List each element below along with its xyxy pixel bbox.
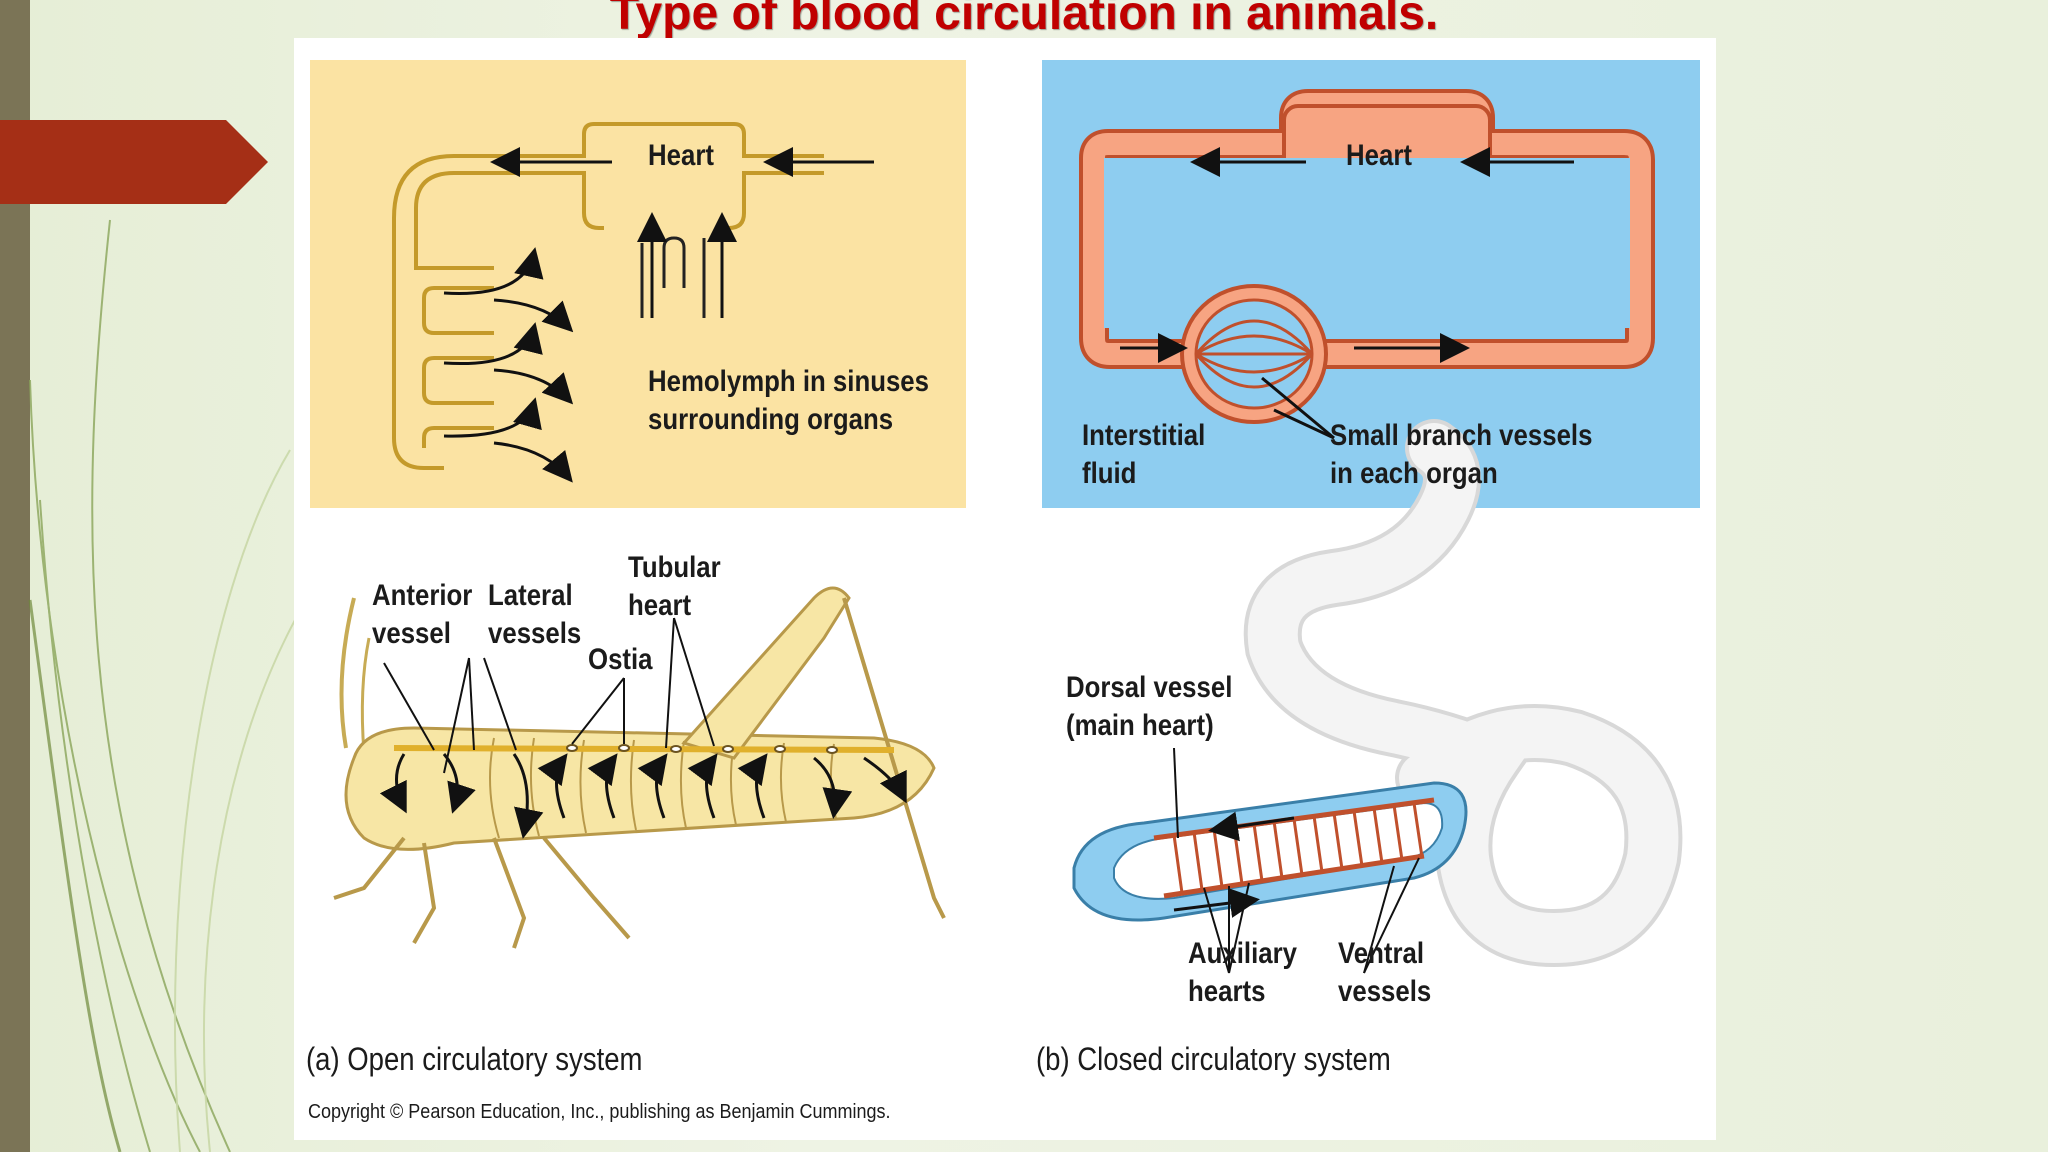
slide-title: Type of blood circulation in animals. [609,0,1439,40]
tubular-heart-line [393,745,895,753]
hind-tibia [842,597,946,919]
tubular-heart-label-line1: Tubular [628,551,721,584]
antenna-1 [339,597,356,749]
auxiliary-hearts-label-line1: Auxiliary [1188,937,1297,970]
open-panel-background [310,60,966,508]
open-vessel-inner [414,171,494,270]
gh-arrow-6 [637,753,668,819]
gh-arrow-9 [813,756,853,819]
open-sinus-arrow-6 [493,441,573,483]
ventral-vessels-label-line1: Ventral [1338,937,1425,970]
worm-tail-highlight [1247,423,1679,964]
ostia-marks [566,744,838,754]
red-arrow-tab [0,120,268,204]
copyright-text: Copyright © Pearson Education, Inc., pub… [308,1101,891,1123]
hind-femur [681,586,851,760]
ostia-label: Ostia [588,643,653,676]
open-heart-inner-lines [640,236,706,318]
lateral-vessels-label-line1: Lateral [488,579,573,612]
gh-arrow-3 [512,753,544,839]
closed-inner-area [1104,158,1630,328]
gh-arrow-7 [687,753,718,819]
open-vessel-outer [392,154,455,470]
open-sinus-arrow-5 [443,397,542,438]
earthworm-pointers [1173,747,1420,974]
dorsal-vessel-label-line2: (main heart) [1066,709,1214,742]
branch-vessels-label-line1: Small branch vessels [1330,419,1593,452]
open-heart-label: Heart [648,139,714,172]
dorsal-vessel-label-line1: Dorsal vessel [1066,671,1233,704]
gh-arrow-4 [537,753,568,819]
grasshopper-legs [333,836,631,949]
gh-arrow-1 [379,753,407,814]
lateral-vessels-label-line2: vessels [488,617,582,650]
decorative-curves [28,219,296,1152]
worm-ring-vessels [1172,802,1424,894]
open-system-panel [310,60,966,508]
gh-arrow-8 [737,753,768,819]
circulation-figure: Heart Hemolymph in sinuses surrounding o… [294,38,1716,1140]
open-sinus-arrow-1 [443,247,544,295]
earthworm-drawing [1072,419,1683,974]
worm-arrow-dorsal [1208,811,1295,842]
closed-heart-label: Heart [1346,139,1412,172]
worm-arrow-ventral [1173,888,1260,918]
ventral-vessels-label-line2: vessels [1338,975,1432,1008]
open-sinus-arrow-3 [443,322,543,366]
interstitial-label-line1: Interstitial [1082,419,1206,452]
grasshopper-drawing [333,586,946,949]
anterior-vessel-label-line1: Anterior [372,579,473,612]
antenna-2 [360,637,371,754]
auxiliary-hearts-label-line2: hearts [1188,975,1266,1008]
anterior-vessel-label-line2: vessel [372,617,451,650]
open-sinus-arrow-4 [493,368,574,405]
gh-arrow-5 [587,753,618,819]
tubular-heart-label-line2: heart [628,589,692,622]
grasshopper-body [344,726,936,851]
capillary-bed [1180,284,1328,424]
open-sinus-arrow-2 [493,298,574,333]
open-system-caption: (a) Open circulatory system [306,1041,643,1077]
open-sinus-loops [422,286,494,448]
open-sinus-label-line1: Hemolymph in sinuses [648,365,930,398]
branch-vessels-label-line2: in each organ [1330,457,1498,490]
open-sinus-label-line2: surrounding organs [648,403,894,436]
interstitial-label-line2: fluid [1082,457,1137,490]
closed-system-panel [1042,60,1700,508]
closed-system-caption: (b) Closed circulatory system [1036,1041,1391,1077]
grasshopper-pointers [383,617,715,774]
branch-pointer-1 [1261,376,1335,440]
branch-pointer-2 [1273,408,1335,440]
gh-arrow-10 [863,756,907,804]
